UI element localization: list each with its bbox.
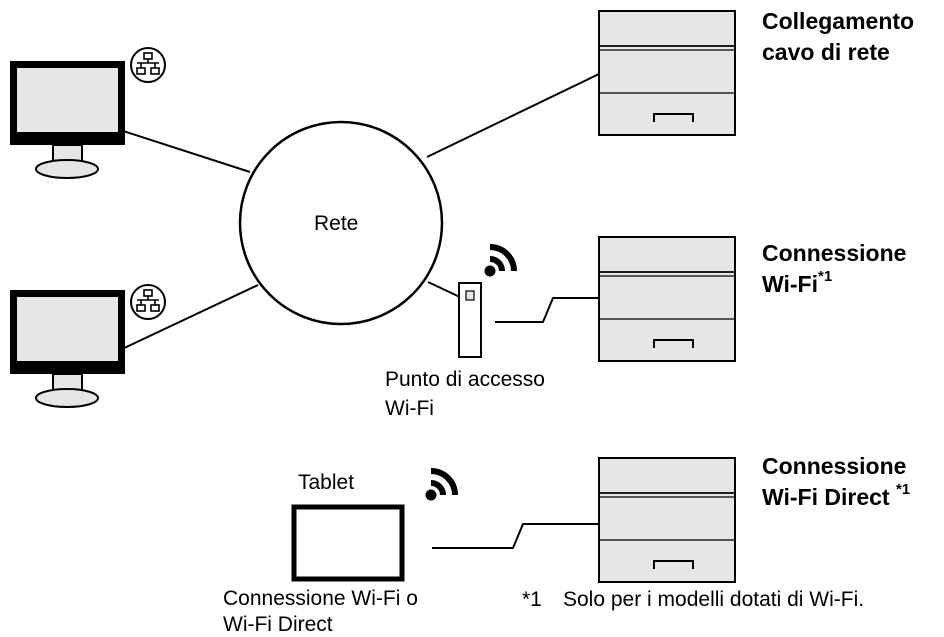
wifi-direct-title-line-1: Connessione (762, 453, 907, 479)
lan-network-icon (130, 47, 166, 83)
access-point-label-line-2: Wi-Fi (385, 397, 434, 420)
printer-icon (598, 10, 736, 136)
access-point-port (465, 290, 475, 301)
wifi-signal-icon (485, 247, 515, 277)
footnote-mark: *1 (522, 588, 542, 611)
footnote-text: Solo per i modelli dotati di Wi-Fi. (563, 588, 865, 611)
wifi-footnote-mark: *1 (818, 268, 833, 285)
access-point-label-line-1: Punto di accesso (385, 368, 545, 391)
wireless-link-printer-3 (432, 523, 599, 549)
wifi-connection-title-line-1: Connessione (762, 240, 907, 266)
wifi-direct-title-text: Wi-Fi Direct (762, 484, 896, 510)
network-circle (238, 120, 444, 326)
link-computer-2 (119, 284, 259, 351)
network-label: Rete (314, 212, 359, 235)
tablet-caption-line-1: Connessione Wi-Fi o (223, 587, 418, 610)
wifi-direct-footnote-mark: *1 (895, 481, 911, 498)
link-computer-1 (119, 129, 251, 173)
wifi-connection-title-text: Wi-Fi (762, 271, 818, 297)
tablet-label: Tablet (298, 471, 355, 494)
wifi-direct-title-line-2: Wi-Fi Direct *1 (762, 481, 911, 512)
tablet-icon (291, 504, 405, 582)
wifi-signal-icon (426, 471, 456, 501)
printer-icon (598, 236, 736, 362)
link-printer-1 (426, 73, 600, 158)
wired-connection-title-line-2: cavo di rete (762, 39, 890, 65)
wifi-connection-title-line-2: Wi-Fi*1 (762, 268, 833, 299)
wired-connection-title-line-1: Collegamento (762, 8, 915, 34)
link-access-point (427, 281, 463, 299)
access-point-icon (458, 282, 482, 358)
desktop-computer-icon (9, 60, 126, 179)
lan-network-icon (130, 284, 166, 320)
tablet-caption-line-2: Wi-Fi Direct (223, 613, 333, 636)
wireless-link-printer-2 (495, 297, 599, 323)
desktop-computer-icon (9, 289, 126, 408)
printer-icon (598, 457, 736, 583)
